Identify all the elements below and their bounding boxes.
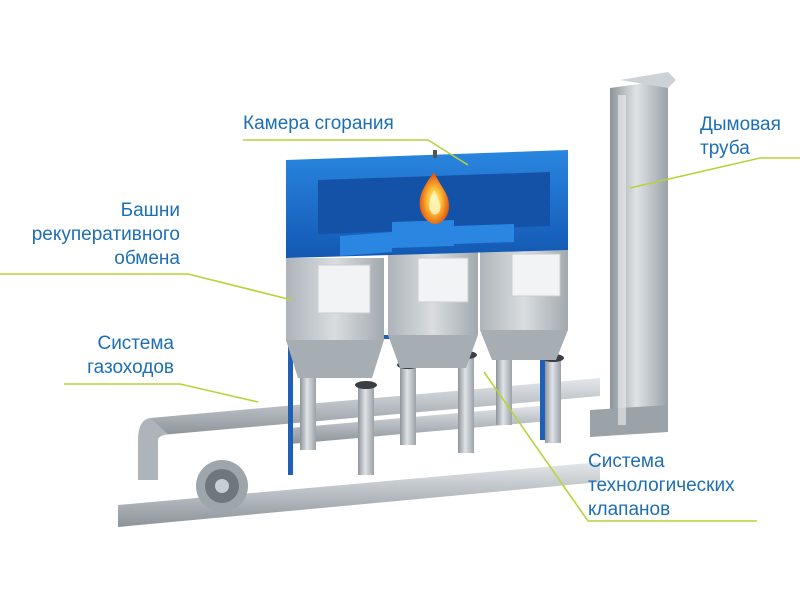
label-duct-system-line-1: Система [97,333,174,354]
gas-duct-system [118,351,600,527]
label-valve-system: Система технологических клапанов [588,450,735,522]
leader-lines [0,139,800,522]
label-valve-system-line-1: Система [588,451,665,472]
recuperative-towers [286,246,568,378]
label-chimney-line-2: труба [700,138,750,159]
label-duct-system-line-2: газоходов [87,357,174,378]
label-recuperative-towers: Башни рекуперативного обмена [32,199,180,271]
label-duct-system: Система газоходов [87,332,174,380]
leader-chimney [629,157,800,189]
label-recuperative-towers-line-3: обмена [114,248,180,269]
leader-valve-system [483,371,757,522]
leader-duct-system [64,383,259,403]
leader-recuperative-towers [0,273,293,301]
chimney [590,72,676,437]
label-combustion-chamber: Камера сгорания [243,112,394,136]
label-combustion-chamber-text: Камера сгорания [243,113,394,134]
label-recuperative-towers-line-2: рекуперативного [31,224,180,245]
label-recuperative-towers-line-1: Башни [120,200,180,221]
label-valve-system-line-3: клапанов [588,499,671,520]
leader-combustion-chamber [243,139,469,166]
label-chimney: Дымовая труба [700,113,781,161]
flame-icon [419,172,450,224]
label-chimney-line-1: Дымовая [700,114,781,135]
label-valve-system-line-2: технологических [588,475,735,496]
